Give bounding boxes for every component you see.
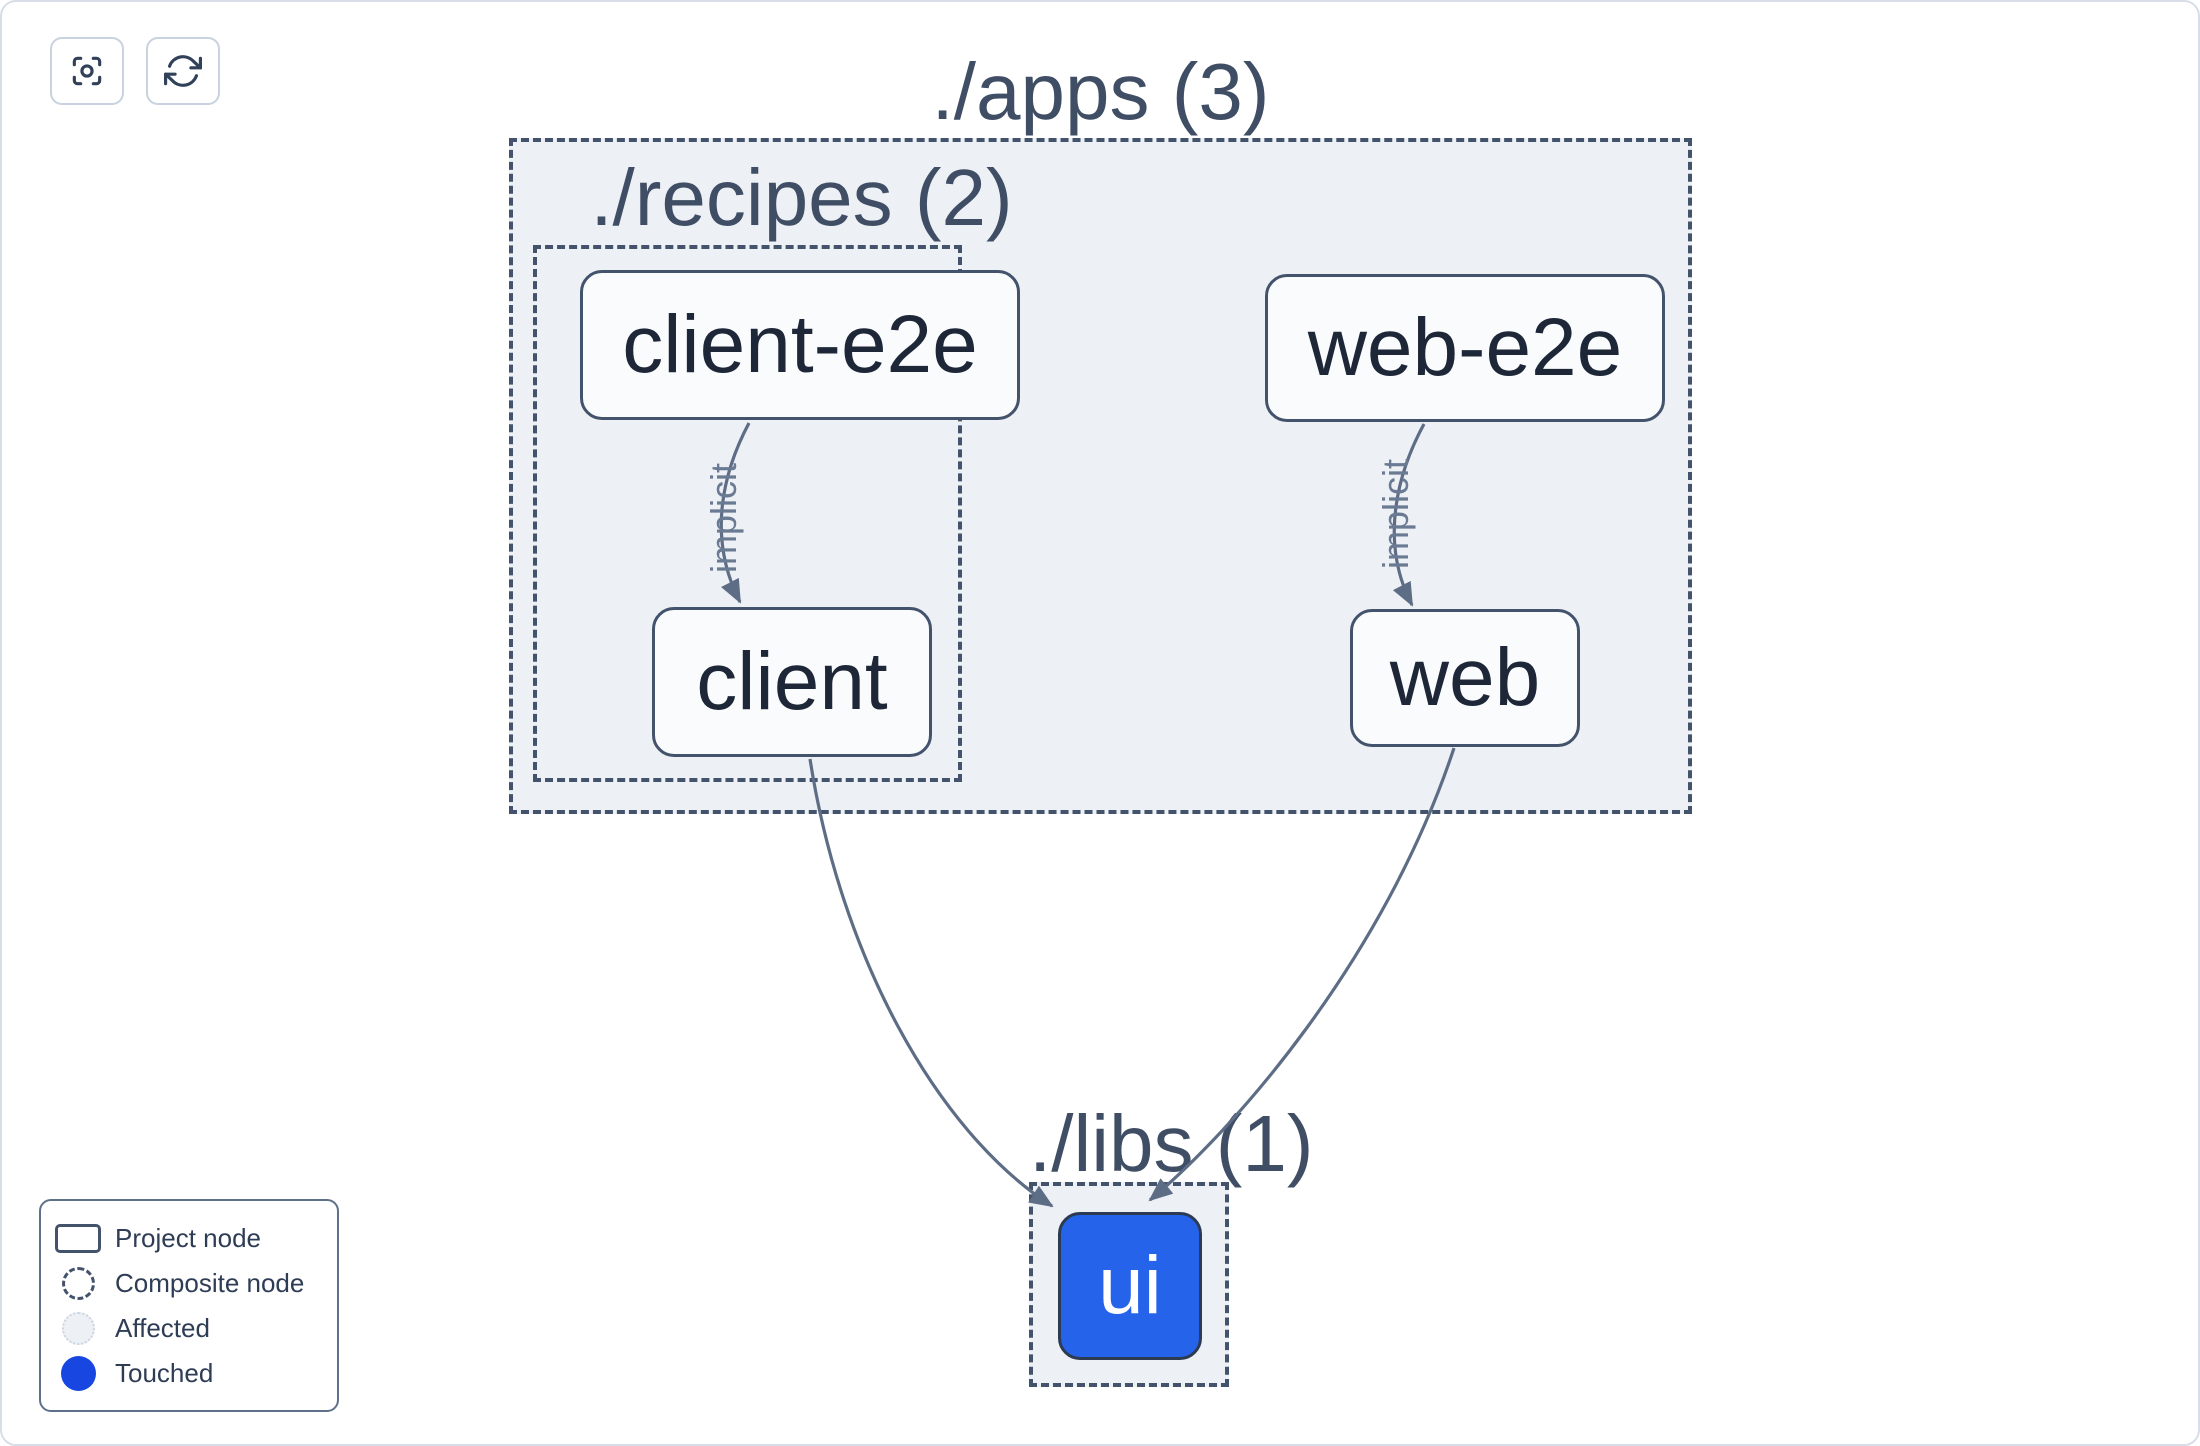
group-apps-label: ./apps (3): [931, 47, 1270, 136]
node-web-e2e[interactable]: web-e2e: [1265, 274, 1665, 422]
toolbar: [50, 37, 220, 105]
edge-client-to-ui: [808, 758, 1054, 1208]
legend-item-touched: Touched: [41, 1351, 337, 1396]
node-ui[interactable]: ui: [1058, 1212, 1202, 1360]
legend-panel: Project node Composite node Affected Tou…: [39, 1199, 339, 1412]
legend-label: Project node: [115, 1222, 261, 1253]
node-client-e2e[interactable]: client-e2e: [580, 270, 1020, 420]
group-libs-label: ./libs (1): [1029, 1099, 1314, 1188]
edge-label-implicit-web: implicit: [1375, 458, 1416, 570]
legend-item-project-node: Project node: [41, 1216, 337, 1261]
project-node-swatch: [55, 1223, 101, 1253]
viewfinder-icon: [72, 56, 102, 86]
node-web[interactable]: web: [1350, 609, 1580, 747]
legend-label: Composite node: [115, 1267, 305, 1298]
edge-label-implicit-client: implicit: [703, 462, 744, 574]
group-recipes-label: ./recipes (2): [590, 153, 1013, 242]
legend-item-composite-node: Composite node: [41, 1261, 337, 1306]
legend-label: Touched: [115, 1357, 214, 1388]
affected-swatch: [61, 1311, 95, 1345]
legend-label: Affected: [115, 1312, 210, 1343]
legend-item-affected: Affected: [41, 1306, 337, 1351]
node-client[interactable]: client: [652, 607, 932, 757]
focus-button[interactable]: [50, 37, 124, 105]
composite-node-swatch: [61, 1266, 95, 1300]
refresh-button[interactable]: [146, 37, 220, 105]
refresh-icon: [164, 55, 202, 87]
touched-swatch: [60, 1355, 96, 1391]
